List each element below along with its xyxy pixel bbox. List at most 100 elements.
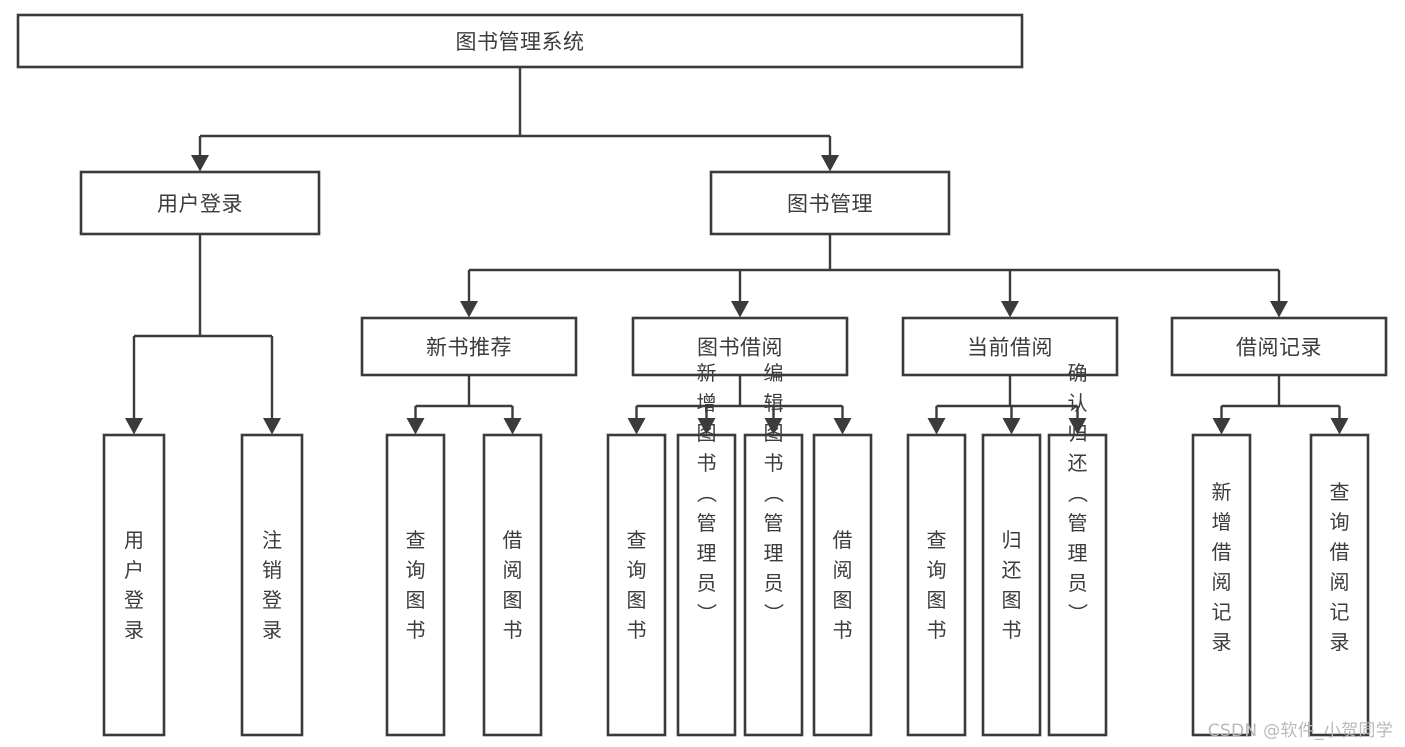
node-label: 图书管理 (787, 192, 873, 216)
node-box[interactable] (1191, 433, 1252, 737)
node-label-char: 图 (627, 588, 647, 612)
node-label-char: 询 (927, 558, 947, 582)
node-label-char: 阅 (1212, 570, 1232, 594)
node-box[interactable] (102, 433, 166, 737)
node-label-char: 员 (764, 571, 784, 595)
node-label-char: 查 (927, 528, 947, 552)
node-label-char: 询 (1330, 510, 1350, 534)
node-label-char: 归 (1068, 421, 1088, 445)
arrow-head-icon (697, 418, 716, 435)
node-label-char: 确 (1068, 361, 1088, 385)
node-label: 新书推荐 (426, 336, 512, 360)
arrow-head-icon (731, 301, 749, 318)
node-root[interactable]: 图书管理系统 (16, 13, 1024, 69)
arrow-head-icon (125, 418, 143, 435)
node-box[interactable] (606, 433, 667, 737)
node-label-char: 书 (927, 618, 947, 642)
arrow-head-icon (1001, 301, 1019, 318)
node-box[interactable] (385, 433, 446, 737)
node-label-char: 图 (406, 588, 426, 612)
arrow-head-icon (764, 418, 783, 435)
node-user-login[interactable]: 用户登录 (79, 170, 321, 236)
connectors-layer (125, 67, 1349, 435)
node-label-char: 归 (1002, 528, 1022, 552)
node-label-char: 图 (833, 588, 853, 612)
node-box[interactable] (901, 316, 1119, 377)
arrow-head-icon (406, 418, 425, 435)
node-label: 图书借阅 (697, 336, 783, 360)
node-label-char: 增 (697, 391, 717, 415)
node-label: 图书管理系统 (456, 30, 585, 54)
connector-group-book-borrow (627, 375, 852, 435)
arrow-head-icon (1270, 301, 1288, 318)
node-label-char: 录 (1212, 630, 1232, 654)
arrow-head-icon (460, 301, 478, 318)
node-book-manage[interactable]: 图书管理 (709, 170, 951, 236)
node-label-char: 书 (764, 451, 784, 475)
node-label-char: 记 (1212, 600, 1232, 624)
node-label-char: 认 (1068, 391, 1088, 415)
node-box[interactable] (812, 433, 873, 737)
arrow-head-icon (1002, 418, 1021, 435)
node-box[interactable] (709, 170, 951, 236)
node-box[interactable] (743, 433, 804, 737)
connector-group-root (191, 67, 839, 172)
node-label-char: 员 (1068, 571, 1088, 595)
node-label-char: 书 (503, 618, 523, 642)
node-label-char: 还 (1002, 558, 1022, 582)
node-label-char: 图 (927, 588, 947, 612)
node-label: 借阅记录 (1236, 336, 1322, 360)
node-label-char: 图 (503, 588, 523, 612)
node-box[interactable] (1309, 433, 1370, 737)
node-box[interactable] (676, 433, 737, 737)
node-borrow-record[interactable]: 借阅记录 (1170, 316, 1388, 377)
node-label-char: 查 (1330, 480, 1350, 504)
connector-group-borrow-record (1212, 375, 1349, 435)
connector-group-user-login (125, 234, 281, 435)
node-label-char: （ (1066, 483, 1090, 503)
node-label-char: 书 (627, 618, 647, 642)
node-label: 当前借阅 (967, 336, 1053, 360)
node-label-char: 图 (1002, 588, 1022, 612)
node-login[interactable]: 用户登录 (102, 433, 166, 737)
arrow-head-icon (821, 155, 839, 172)
node-label-char: 户 (124, 558, 144, 582)
node-label-char: 书 (697, 451, 717, 475)
node-label-char: 阅 (503, 558, 523, 582)
node-label-char: 阅 (833, 558, 853, 582)
nodes-layer: 图书管理系统用户登录图书管理新书推荐图书借阅当前借阅借阅记录用户登录注销登录查询… (16, 13, 1388, 737)
node-box[interactable] (906, 433, 967, 737)
node-box[interactable] (1170, 316, 1388, 377)
node-box[interactable] (360, 316, 578, 377)
node-label: 用户登录 (157, 192, 243, 216)
node-new-book-rec[interactable]: 新书推荐 (360, 316, 578, 377)
node-box[interactable] (79, 170, 321, 236)
node-label-char: 管 (764, 511, 784, 535)
node-label-char: 新 (697, 361, 717, 385)
arrow-head-icon (927, 418, 946, 435)
node-book-borrow[interactable]: 图书借阅 (631, 316, 849, 377)
node-box[interactable] (482, 433, 543, 737)
node-label-char: 理 (697, 541, 717, 565)
node-box[interactable] (16, 13, 1024, 69)
node-box[interactable] (981, 433, 1042, 737)
node-current-borrow[interactable]: 当前借阅 (901, 316, 1119, 377)
node-label-char: 图 (764, 421, 784, 445)
node-label-char: 员 (697, 571, 717, 595)
node-box[interactable] (240, 433, 304, 737)
node-box[interactable] (1047, 433, 1108, 737)
node-box[interactable] (631, 316, 849, 377)
node-label-char: 询 (627, 558, 647, 582)
